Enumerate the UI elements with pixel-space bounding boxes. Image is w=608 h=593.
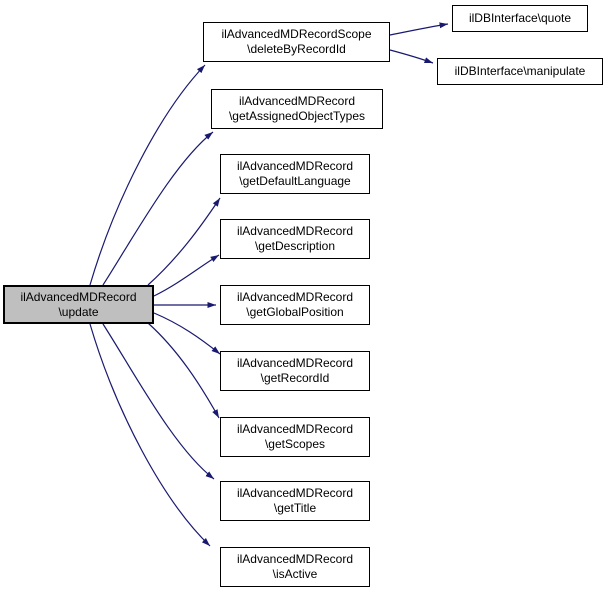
graph-node-label-line: ilAdvancedMDRecord	[238, 94, 356, 108]
graph-node-label-line: \getDefaultLanguage	[239, 174, 351, 188]
graph-node-deleteByRecordId[interactable]: ilAdvancedMDRecordScope\deleteByRecordId	[203, 22, 390, 62]
graph-node-isActive[interactable]: ilAdvancedMDRecord\isActive	[220, 547, 370, 587]
edge-update-to-getDefaultLanguage	[147, 197, 221, 286]
graph-node-label-line: \getGlobalPosition	[246, 305, 344, 319]
graph-node-label-line: \getAssignedObjectTypes	[228, 109, 366, 123]
graph-node-label-line: ilAdvancedMDRecord	[20, 289, 137, 304]
graph-node-getDescription[interactable]: ilAdvancedMDRecord\getDescription	[220, 219, 370, 259]
graph-node-label-line: \getDescription	[254, 239, 336, 253]
edge-update-to-getRecordId	[153, 312, 221, 355]
graph-node-label-line: \getTitle	[273, 501, 317, 515]
graph-node-quote[interactable]: ilDBInterface\quote	[452, 5, 588, 32]
edge-update-to-getTitle	[102, 323, 215, 480]
graph-node-label-line: ilDBInterface\quote	[468, 11, 572, 25]
graph-node-update[interactable]: ilAdvancedMDRecord\update	[3, 285, 154, 324]
graph-node-label-line: ilAdvancedMDRecord	[236, 552, 354, 566]
edge-update-to-getScopes	[147, 322, 220, 419]
edge-update-to-getDescription	[153, 254, 220, 297]
graph-node-manipulate[interactable]: ilDBInterface\manipulate	[437, 58, 603, 85]
graph-node-label-line: ilAdvancedMDRecord	[236, 224, 354, 238]
edge-update-to-getAssignedObjectTypes	[102, 131, 214, 286]
graph-node-label-line: ilAdvancedMDRecord	[236, 356, 354, 370]
graph-node-label-line: ilDBInterface\manipulate	[454, 64, 586, 78]
graph-node-label-line: ilAdvancedMDRecordScope	[221, 27, 372, 41]
edge-update-to-isActive	[89, 323, 211, 547]
graph-node-label-line: \isActive	[272, 567, 318, 581]
graph-node-label-line: ilAdvancedMDRecord	[236, 422, 354, 436]
graph-node-label-line: \getScopes	[264, 437, 326, 451]
graph-node-label-line: \update	[58, 304, 99, 319]
edge-deleteByRecordId-to-manipulate	[389, 49, 434, 64]
graph-node-getScopes[interactable]: ilAdvancedMDRecord\getScopes	[220, 417, 370, 457]
graph-node-getGlobalPosition[interactable]: ilAdvancedMDRecord\getGlobalPosition	[220, 285, 370, 325]
graph-node-getAssignedObjectTypes[interactable]: ilAdvancedMDRecord\getAssignedObjectType…	[211, 89, 383, 129]
graph-node-label-line: ilAdvancedMDRecord	[236, 159, 354, 173]
graph-node-getTitle[interactable]: ilAdvancedMDRecord\getTitle	[220, 481, 370, 521]
edge-deleteByRecordId-to-quote	[389, 22, 449, 36]
graph-node-label-line: ilAdvancedMDRecord	[236, 486, 354, 500]
edge-update-to-deleteByRecordId	[89, 64, 206, 286]
graph-node-label-line: \deleteByRecordId	[247, 42, 346, 56]
graph-node-getDefaultLanguage[interactable]: ilAdvancedMDRecord\getDefaultLanguage	[220, 154, 370, 194]
graph-node-label-line: \getRecordId	[260, 371, 330, 385]
graph-node-label-line: ilAdvancedMDRecord	[236, 290, 354, 304]
graph-node-getRecordId[interactable]: ilAdvancedMDRecord\getRecordId	[220, 351, 370, 391]
